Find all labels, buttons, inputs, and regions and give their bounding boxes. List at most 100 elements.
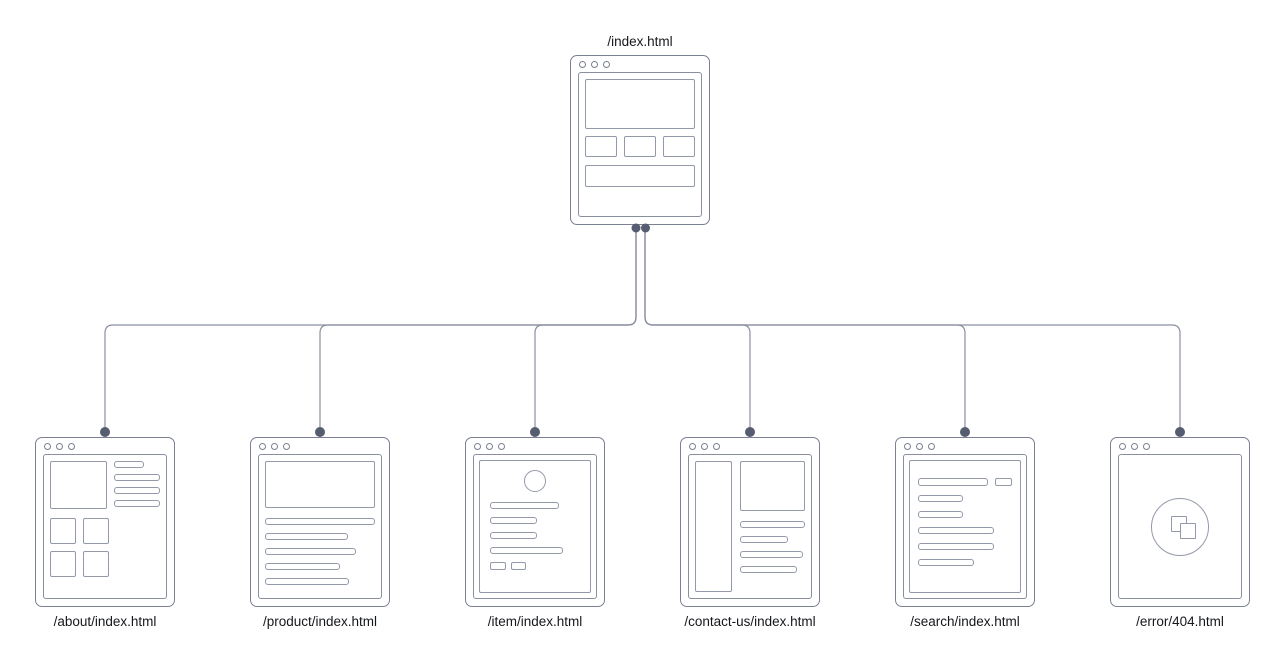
page-node-product: /product/index.html	[250, 437, 390, 630]
page-path-label: /product/index.html	[262, 614, 378, 629]
window-control-dot	[603, 61, 610, 68]
window-control-dot	[498, 443, 505, 450]
window-controls	[251, 438, 389, 454]
page-thumbnail-item[interactable]	[465, 437, 605, 607]
text-line-placeholder	[490, 547, 563, 554]
text-line-placeholder	[490, 532, 537, 539]
connector-to-contact-us	[644, 228, 751, 431]
text-line-placeholder	[265, 578, 349, 585]
page-wireframe	[1118, 454, 1242, 599]
thumbnail-placeholder	[83, 518, 109, 544]
sidebar-placeholder	[695, 461, 733, 592]
main-column	[740, 461, 805, 592]
page-wireframe	[903, 454, 1027, 599]
text-line-placeholder	[114, 500, 160, 507]
text-line-placeholder	[918, 543, 995, 550]
text-line-placeholder	[490, 502, 560, 509]
window-control-dot	[713, 443, 720, 450]
text-lines	[740, 521, 805, 573]
text-line-placeholder	[918, 527, 995, 534]
text-line-placeholder	[918, 559, 975, 566]
window-control-dot	[591, 61, 598, 68]
connector-dot	[530, 427, 540, 437]
text-lines	[114, 461, 160, 509]
hero-placeholder	[740, 461, 805, 511]
connector-to-error	[644, 228, 1181, 431]
hero-placeholder	[265, 461, 375, 508]
window-control-dot	[928, 443, 935, 450]
window-control-dot	[56, 443, 63, 450]
page-path-label: /contact-us/index.html	[684, 614, 816, 629]
connector-to-product	[319, 228, 637, 431]
content-card	[909, 460, 1021, 593]
window-control-dot	[259, 443, 266, 450]
page-path-label: /index.html	[607, 34, 673, 49]
search-button-placeholder	[995, 478, 1012, 486]
connector-dot	[960, 427, 970, 437]
page-thumbnail-index[interactable]	[570, 55, 710, 225]
hero-placeholder	[585, 79, 695, 129]
text-line-placeholder	[265, 563, 340, 570]
page-thumbnail-about[interactable]	[35, 437, 175, 607]
window-control-dot	[689, 443, 696, 450]
window-control-dot	[271, 443, 278, 450]
page-thumbnail-search[interactable]	[895, 437, 1035, 607]
window-controls	[896, 438, 1034, 454]
connector-dot	[100, 427, 110, 437]
page-wireframe	[43, 454, 167, 599]
text-line-placeholder	[265, 518, 375, 525]
page-wireframe	[578, 72, 702, 217]
page-node-search: /search/index.html	[895, 437, 1035, 630]
page-path-label: /search/index.html	[910, 614, 1020, 629]
text-line-placeholder	[114, 474, 160, 481]
connector-to-search	[644, 228, 966, 431]
text-line-placeholder	[114, 461, 144, 468]
window-control-dot	[474, 443, 481, 450]
text-line-placeholder	[918, 511, 964, 518]
window-control-dot	[904, 443, 911, 450]
window-control-dot	[44, 443, 51, 450]
page-path-label: /error/404.html	[1136, 614, 1224, 629]
page-wireframe	[258, 454, 382, 599]
window-control-dot	[701, 443, 708, 450]
window-controls	[571, 56, 709, 72]
tag-placeholder	[511, 562, 526, 570]
text-line-placeholder	[490, 517, 537, 524]
connector-to-item	[534, 228, 637, 431]
text-lines	[265, 518, 375, 585]
text-line-placeholder	[740, 551, 804, 558]
tag-row	[490, 562, 580, 570]
overlapping-squares-icon	[1151, 497, 1209, 556]
text-line-placeholder	[740, 566, 797, 573]
banner-placeholder	[585, 165, 695, 187]
page-node-error-404: /error/404.html	[1110, 437, 1250, 630]
text-line-placeholder	[265, 533, 348, 540]
card-placeholder	[585, 136, 617, 157]
image-placeholder	[50, 461, 108, 509]
search-input-placeholder	[918, 478, 988, 486]
card-placeholder	[663, 136, 695, 157]
window-control-dot	[1119, 443, 1126, 450]
window-control-dot	[916, 443, 923, 450]
avatar-placeholder	[524, 470, 546, 492]
page-thumbnail-error-404[interactable]	[1110, 437, 1250, 607]
result-lines	[918, 495, 1012, 566]
page-thumbnail-product[interactable]	[250, 437, 390, 607]
thumbnail-placeholder	[50, 518, 76, 544]
text-line-placeholder	[740, 521, 805, 528]
text-line-placeholder	[918, 495, 964, 502]
page-node-contact-us: /contact-us/index.html	[680, 437, 820, 630]
page-node-about: /about/index.html	[35, 437, 175, 630]
thumbnail-placeholder	[83, 551, 109, 577]
square-front	[1180, 522, 1196, 539]
content-card	[479, 460, 591, 593]
window-control-dot	[1131, 443, 1138, 450]
text-line-placeholder	[265, 548, 357, 555]
connector-dot	[315, 427, 325, 437]
window-control-dot	[579, 61, 586, 68]
page-thumbnail-contact-us[interactable]	[680, 437, 820, 607]
text-line-placeholder	[740, 536, 788, 543]
window-control-dot	[68, 443, 75, 450]
page-path-label: /item/index.html	[487, 614, 583, 629]
